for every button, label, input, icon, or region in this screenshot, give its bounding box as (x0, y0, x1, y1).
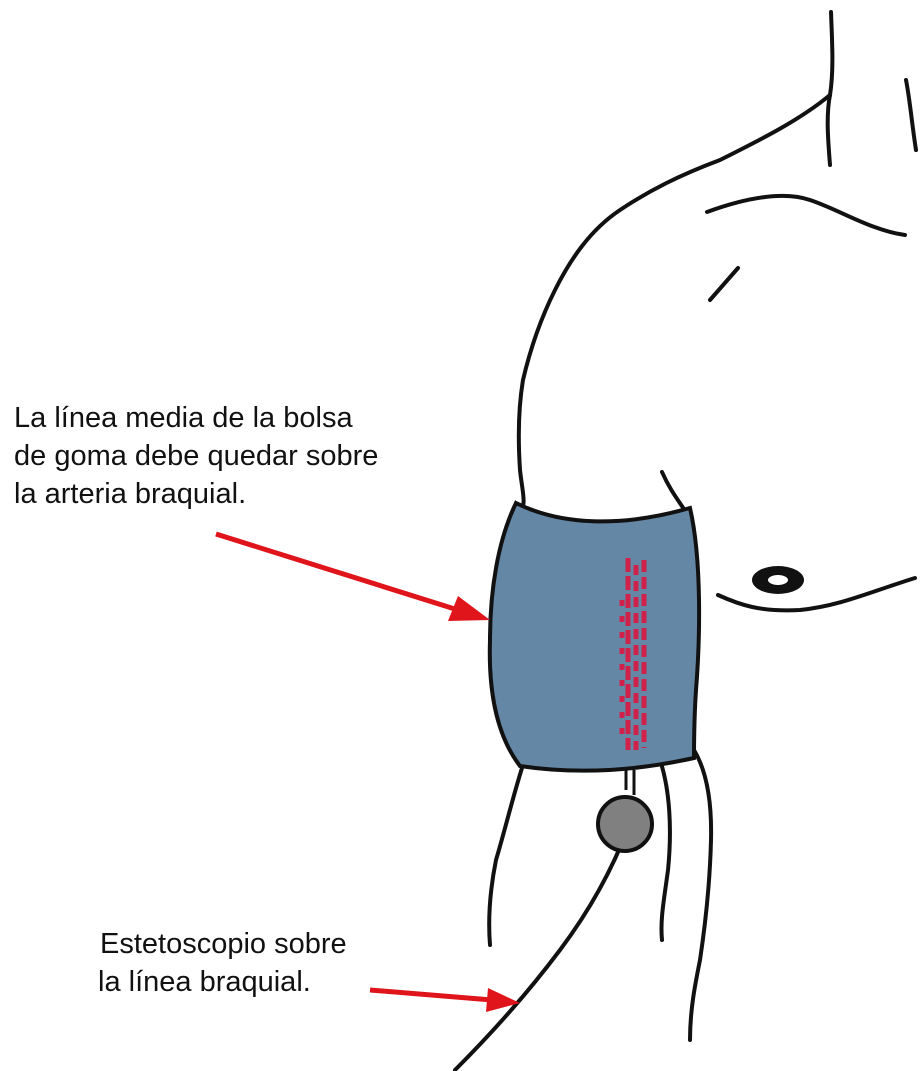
cuff-note-line-3: la arteria braquial. (14, 475, 378, 513)
shoulder-contour (519, 95, 830, 512)
stethoscope-arrow (370, 988, 520, 1012)
forearm-left-contour (489, 768, 522, 945)
cuff-note-line-1: La línea media de la bolsa (14, 399, 378, 437)
nipple (752, 566, 804, 594)
cuff-midline-note: La línea media de la bolsa de goma debe … (14, 399, 378, 513)
chest-lower-curve (718, 578, 915, 610)
armpit-line (662, 472, 686, 512)
forearm-right-contour (690, 750, 711, 1040)
stethoscope-head (598, 797, 652, 851)
chest-mark (710, 268, 738, 300)
cuff-note-line-2: de goma debe quedar sobre (14, 437, 378, 475)
neck-line (830, 12, 832, 95)
cuff-arrow (216, 534, 490, 621)
stethoscope-tube (455, 828, 628, 1070)
forearm-inner-line (660, 760, 670, 940)
neck-line-lower (828, 95, 830, 165)
stethoscope-note-line-1: Estetoscopio sobre (100, 925, 347, 963)
stethoscope-note: Estetoscopio sobre la línea braquial. (100, 925, 347, 1001)
blood-pressure-cuff (490, 503, 699, 771)
neck-line-right (906, 80, 916, 150)
tube-connector (626, 770, 634, 795)
stethoscope-note-line-2: la línea braquial. (98, 963, 347, 1001)
clavicle-line (707, 196, 905, 235)
